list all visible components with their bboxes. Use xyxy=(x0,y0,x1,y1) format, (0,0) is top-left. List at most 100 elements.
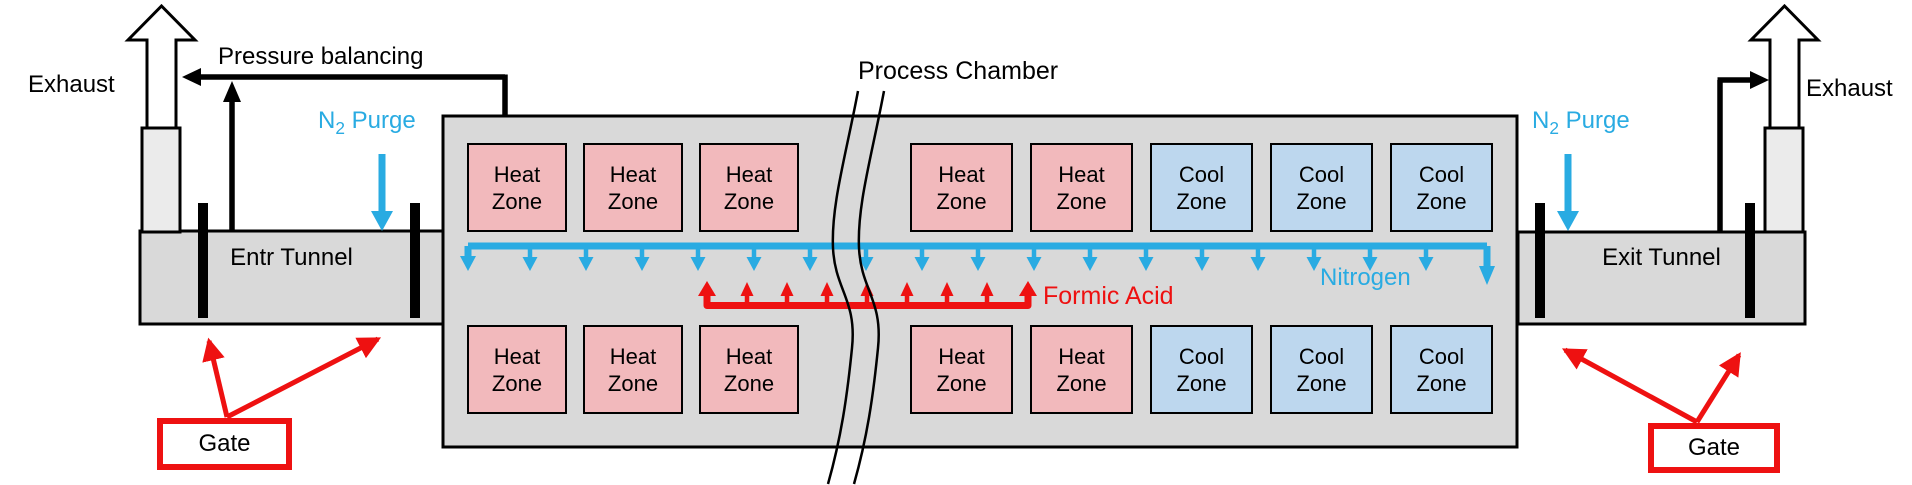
gate-arrow-right-2 xyxy=(1694,352,1742,424)
zone-label: Zone xyxy=(936,370,987,396)
exhaust-label-left: Exhaust xyxy=(28,71,115,98)
zone-label: Zone xyxy=(1416,188,1467,214)
gate-arrow-right-1 xyxy=(1561,347,1699,425)
n2-purge-arrow-left xyxy=(371,154,393,231)
nitrogen-down-arrow-head xyxy=(1194,257,1210,271)
nitrogen-flow-arrows xyxy=(522,249,1434,271)
nitrogen-down-arrow-head xyxy=(914,257,930,271)
break-lines xyxy=(826,90,886,485)
nitrogen-down-arrow-head xyxy=(1418,257,1434,271)
exhaust-up-arrow-left-icon xyxy=(124,3,199,132)
gate-bar-exit-outer xyxy=(1745,203,1755,318)
zone-label: Zone xyxy=(1416,370,1467,396)
zone-label: Zone xyxy=(491,188,543,214)
zone-label: Heat xyxy=(725,161,773,187)
gate-callout-right: Gate xyxy=(1648,423,1780,473)
exit-tunnel-label: Exit Tunnel xyxy=(1602,244,1721,271)
exhaust-up-arrow-right-icon xyxy=(1747,3,1822,132)
nitrogen-down-arrow-head xyxy=(1306,257,1322,271)
nitrogen-manifold-line xyxy=(460,242,1495,285)
n2-purge-label-left: N2 Purge xyxy=(318,108,416,137)
gate-arrow-left-1 xyxy=(202,337,230,418)
formic-up-arrow-head xyxy=(900,282,914,296)
nitrogen-down-arrow-head xyxy=(634,257,650,271)
nitrogen-down-arrow-head xyxy=(1082,257,1098,271)
n2-purge-label-right: N2 Purge xyxy=(1532,107,1630,137)
zone-label: Heat xyxy=(938,343,985,369)
nitrogen-down-arrow-head xyxy=(970,257,986,271)
gate-label: Gate xyxy=(1687,434,1741,461)
pressure-balancing-arrow xyxy=(182,68,508,116)
formic-acid-label: Formic Acid xyxy=(1043,282,1174,310)
nitrogen-down-arrow-head xyxy=(1138,257,1154,271)
tunnel-exhaust-up-arrow xyxy=(223,81,241,231)
zone-label: Heat xyxy=(609,161,657,187)
zone-label: Zone xyxy=(1056,188,1107,214)
nitrogen-down-arrow-head xyxy=(858,257,874,271)
pressure-balancing-label: Pressure balancing xyxy=(218,43,424,70)
zone-label: Zone xyxy=(491,370,543,396)
zone-label: Zone xyxy=(607,370,659,396)
zone-label: Zone xyxy=(607,188,659,214)
n2-subscript: 2 xyxy=(335,117,345,138)
process-chamber-title: Process Chamber xyxy=(858,57,1059,85)
zone-label: Zone xyxy=(1056,370,1107,396)
zone-label: Cool xyxy=(1178,343,1225,369)
break-line-1 xyxy=(826,90,860,485)
formic-up-arrow-head xyxy=(980,282,994,296)
purge-word: Purge xyxy=(1558,107,1630,134)
zone-label: Zone xyxy=(936,188,987,214)
break-line-2 xyxy=(852,90,886,485)
gate-bar-entrance-inner xyxy=(410,203,420,318)
formic-up-arrow-head xyxy=(820,282,834,296)
exit-tunnel-body xyxy=(1516,230,1807,326)
zone-label: Heat xyxy=(1058,161,1105,187)
n2-purge-arrow-right xyxy=(1557,154,1579,231)
zone-label: Cool xyxy=(1418,343,1465,369)
nitrogen-down-arrow-head xyxy=(802,257,818,271)
zone-label: Cool xyxy=(1298,161,1345,187)
gate-bar-entrance-outer xyxy=(198,203,208,318)
zone-label: Cool xyxy=(1178,161,1225,187)
zone-label: Zone xyxy=(1176,188,1227,214)
zone-label: Zone xyxy=(723,188,775,214)
zone-label: Heat xyxy=(493,343,541,369)
zone-label: Heat xyxy=(1058,343,1105,369)
entrance-tunnel-body xyxy=(138,229,445,326)
zone-label: Zone xyxy=(723,370,775,396)
zone-label: Cool xyxy=(1418,161,1465,187)
nitrogen-down-arrow-head xyxy=(1026,257,1042,271)
exhaust-stack-left xyxy=(140,126,182,234)
nitrogen-down-arrow-head xyxy=(522,257,538,271)
gate-callout-left: Gate xyxy=(157,418,292,470)
nitrogen-down-arrow-head xyxy=(690,257,706,271)
zone-label: Heat xyxy=(938,161,985,187)
gate-bar-exit-inner xyxy=(1535,203,1545,318)
nitrogen-down-arrow-head xyxy=(1362,257,1378,271)
zone-label: Zone xyxy=(1296,188,1347,214)
nitrogen-down-arrow-head xyxy=(578,257,594,271)
nitrogen-down-arrow-head xyxy=(1250,257,1266,271)
zone-label: Cool xyxy=(1298,343,1345,369)
n2-subscript: 2 xyxy=(1549,117,1559,138)
formic-up-arrow-head xyxy=(780,282,794,296)
gate-arrow-left-2 xyxy=(225,336,382,420)
exit-exhaust-elbow-arrow xyxy=(1717,71,1769,232)
gate-pointer-arrows xyxy=(202,336,1742,425)
zone-label: Heat xyxy=(725,343,773,369)
gate-bars xyxy=(198,203,1755,318)
